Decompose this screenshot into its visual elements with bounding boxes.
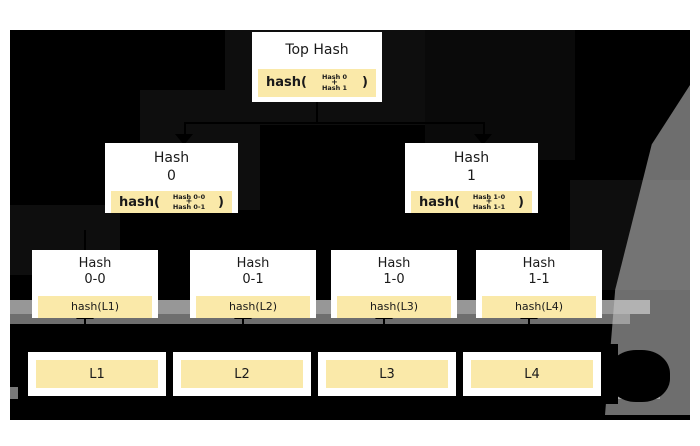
node-hash-1-0-expression: hash(L3)	[337, 295, 451, 318]
connector-leaf1-up	[84, 313, 86, 346]
operand-a: Hash 0	[321, 73, 348, 82]
connector-hash11-up	[528, 230, 530, 252]
node-hash-1-1[interactable]: Hash 1-1 hash(L4)	[476, 250, 602, 318]
node-hash-0-0-expression: hash(L1)	[38, 295, 152, 318]
node-hash-1-0-title: Hash 1-0	[377, 256, 411, 288]
background-facet-3	[425, 30, 575, 160]
connector-down-hash1	[483, 122, 485, 142]
hash-function-label: hash(	[119, 194, 160, 210]
leaf-label-l1: L1	[36, 360, 158, 388]
leaf-node-l4[interactable]: L4	[463, 352, 601, 396]
node-hash-0-1-title: Hash 0-1	[236, 256, 270, 288]
hash-close-paren: )	[218, 194, 224, 210]
node-hash-0-expression: hash( Hash 0-0 Hash 0-1 + )	[111, 191, 232, 213]
node-hash-0-1-expression: hash(L2)	[196, 295, 310, 318]
node-hash-0-0[interactable]: Hash 0-0 hash(L1)	[32, 250, 158, 318]
connector-top-span-right	[316, 122, 485, 124]
hash-operands: Hash 0-0 Hash 0-1 +	[173, 192, 205, 212]
node-hash-1-0[interactable]: Hash 1-0 hash(L3)	[331, 250, 457, 318]
hash-function-label: hash(	[419, 194, 460, 210]
hash-operands: Hash 0 Hash 1 +	[322, 72, 347, 92]
connector-hash01-up	[242, 230, 244, 252]
hash-function-label: hash(	[266, 75, 307, 90]
leaf-node-l2[interactable]: L2	[173, 352, 311, 396]
plus-operator: +	[485, 196, 493, 206]
operand-b: Hash 1-1	[472, 203, 506, 211]
node-hash-1-1-title: Hash 1-1	[522, 256, 556, 288]
connector-top-to-hash0	[316, 100, 318, 124]
node-hash-1-expression: hash( Hash 1-0 Hash 1-1 + )	[411, 191, 532, 213]
node-hash-0[interactable]: Hash 0 hash( Hash 0-0 Hash 0-1 + )	[105, 143, 238, 213]
leaf-label-l3: L3	[326, 360, 448, 388]
node-hash-1[interactable]: Hash 1 hash( Hash 1-0 Hash 1-1 + )	[405, 143, 538, 213]
noise-blob-right	[608, 350, 670, 402]
operand-b: Hash 0-1	[172, 203, 206, 211]
plus-operator: +	[331, 77, 338, 87]
node-top-hash-expression: hash( Hash 0 Hash 1 + )	[258, 68, 376, 97]
node-hash-0-title: Hash 0	[153, 150, 190, 184]
connector-top-span-left	[185, 122, 318, 124]
connector-down-hash0	[184, 122, 186, 142]
diagram-canvas: Top Hash hash( Hash 0 Hash 1 + ) Hash 0 …	[10, 30, 690, 420]
hash-operands: Hash 1-0 Hash 1-1 +	[473, 192, 505, 212]
connector-hash10-up	[383, 230, 385, 252]
node-hash-0-0-title: Hash 0-0	[78, 256, 112, 288]
plus-operator: +	[185, 196, 193, 206]
noise-band-upper-2	[10, 314, 630, 324]
leaf-label-l4: L4	[471, 360, 593, 388]
hash-close-paren: )	[362, 75, 368, 90]
connector-leaf3-up	[383, 313, 385, 346]
operand-a: Hash 1-0	[472, 192, 506, 201]
connector-leaf4-up	[528, 313, 530, 346]
node-top-hash[interactable]: Top Hash hash( Hash 0 Hash 1 + )	[252, 32, 382, 102]
operand-a: Hash 0-0	[172, 192, 206, 201]
node-hash-1-1-expression: hash(L4)	[482, 295, 596, 318]
connector-leaf2-up	[242, 313, 244, 346]
leaf-node-l3[interactable]: L3	[318, 352, 456, 396]
operand-b: Hash 1	[321, 83, 348, 92]
node-hash-1-title: Hash 1	[453, 150, 490, 184]
leaf-node-l1[interactable]: L1	[28, 352, 166, 396]
node-top-hash-title: Top Hash	[285, 42, 349, 58]
hash-close-paren: )	[518, 194, 524, 210]
leaf-label-l2: L2	[181, 360, 303, 388]
node-hash-0-1[interactable]: Hash 0-1 hash(L2)	[190, 250, 316, 318]
connector-hash00-up	[84, 230, 86, 252]
